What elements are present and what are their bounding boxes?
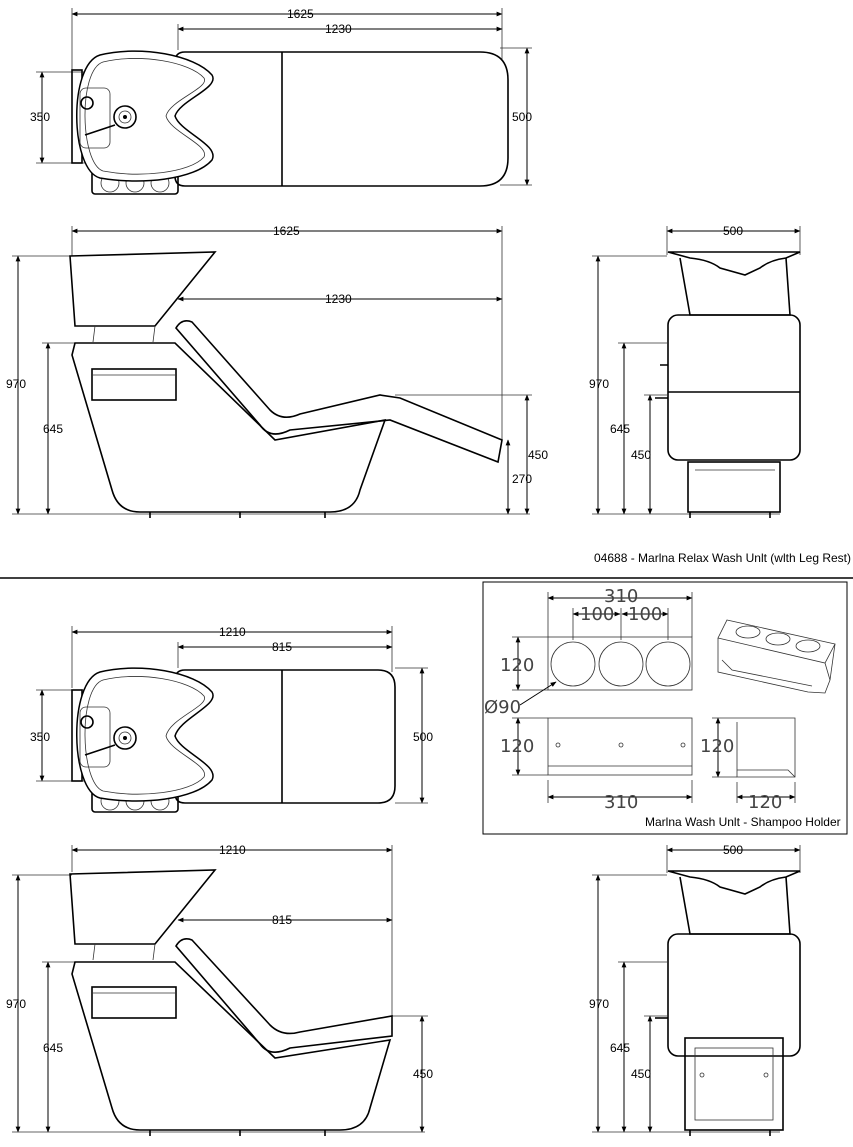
bottom-plan-chair-dim: 815 [272, 640, 292, 654]
top-caption: 04688 - Marlna Relax Wash Unlt (wlth Leg… [594, 551, 851, 565]
top-front-seat-dim: 645 [610, 422, 630, 436]
holder-side-width-dim: 120 [748, 792, 782, 813]
top-plan-view: 1625 1230 350 500 [30, 7, 532, 195]
top-side-seat-dim: 645 [43, 422, 63, 436]
bottom-side-height-dim: 970 [6, 997, 26, 1011]
top-plan-overall-dim: 1625 [287, 7, 314, 21]
shampoo-holder-panel: 310 100 100 120 Ø90 [482, 581, 848, 835]
holder-caption: Marlna Wash Unlt - Shampoo Holder [645, 815, 841, 829]
bottom-side-overall-dim: 1210 [219, 843, 246, 857]
top-front-width-dim: 500 [723, 224, 743, 238]
top-side-overall-dim: 1625 [273, 224, 300, 238]
bottom-plan-width-dim: 500 [413, 730, 433, 744]
top-side-height-dim: 970 [6, 377, 26, 391]
bottom-side-seat-front-dim: 450 [413, 1067, 433, 1081]
top-plan-width-dim: 500 [512, 110, 532, 124]
holder-spacing-a-dim: 100 [580, 604, 614, 625]
bottom-side-view: 1210 815 970 645 450 [6, 843, 433, 1136]
bottom-side-seat-dim: 645 [43, 1041, 63, 1055]
holder-bottom-width-dim: 310 [604, 792, 638, 813]
top-side-legrest-top-dim: 450 [528, 448, 548, 462]
top-plan-chair-dim: 1230 [325, 22, 352, 36]
bottom-front-view: 500 970 645 450 [589, 843, 801, 1136]
bottom-front-seat-dim: 645 [610, 1041, 630, 1055]
holder-overall-dim: 310 [604, 586, 638, 607]
holder-side-height-dim: 120 [700, 736, 734, 757]
bottom-plan-view: 1210 815 350 500 [30, 625, 433, 813]
top-front-view: 500 970 645 450 [589, 224, 801, 518]
bottom-front-width-dim: 500 [723, 843, 743, 857]
bottom-plan-basin-dim: 350 [30, 730, 50, 744]
holder-frame [482, 581, 848, 835]
bottom-front-height-dim: 970 [589, 997, 609, 1011]
top-front-height-dim: 970 [589, 377, 609, 391]
top-front-lower-dim: 450 [631, 448, 651, 462]
holder-front-height-dim: 120 [500, 736, 534, 757]
holder-height-dim: 120 [500, 655, 534, 676]
holder-spacing-b-dim: 100 [628, 604, 662, 625]
top-side-legrest-low-dim: 270 [512, 472, 532, 486]
top-plan-basin-dim: 350 [30, 110, 50, 124]
bottom-side-chair-dim: 815 [272, 913, 292, 927]
bottom-plan-overall-dim: 1210 [219, 625, 246, 639]
top-side-view: 1625 1230 970 645 450 270 [6, 224, 548, 518]
top-side-chair-dim: 1230 [325, 292, 352, 306]
bottom-front-lower-dim: 450 [631, 1067, 651, 1081]
holder-isometric [717, 619, 836, 694]
holder-diameter-dim: Ø90 [484, 697, 521, 718]
